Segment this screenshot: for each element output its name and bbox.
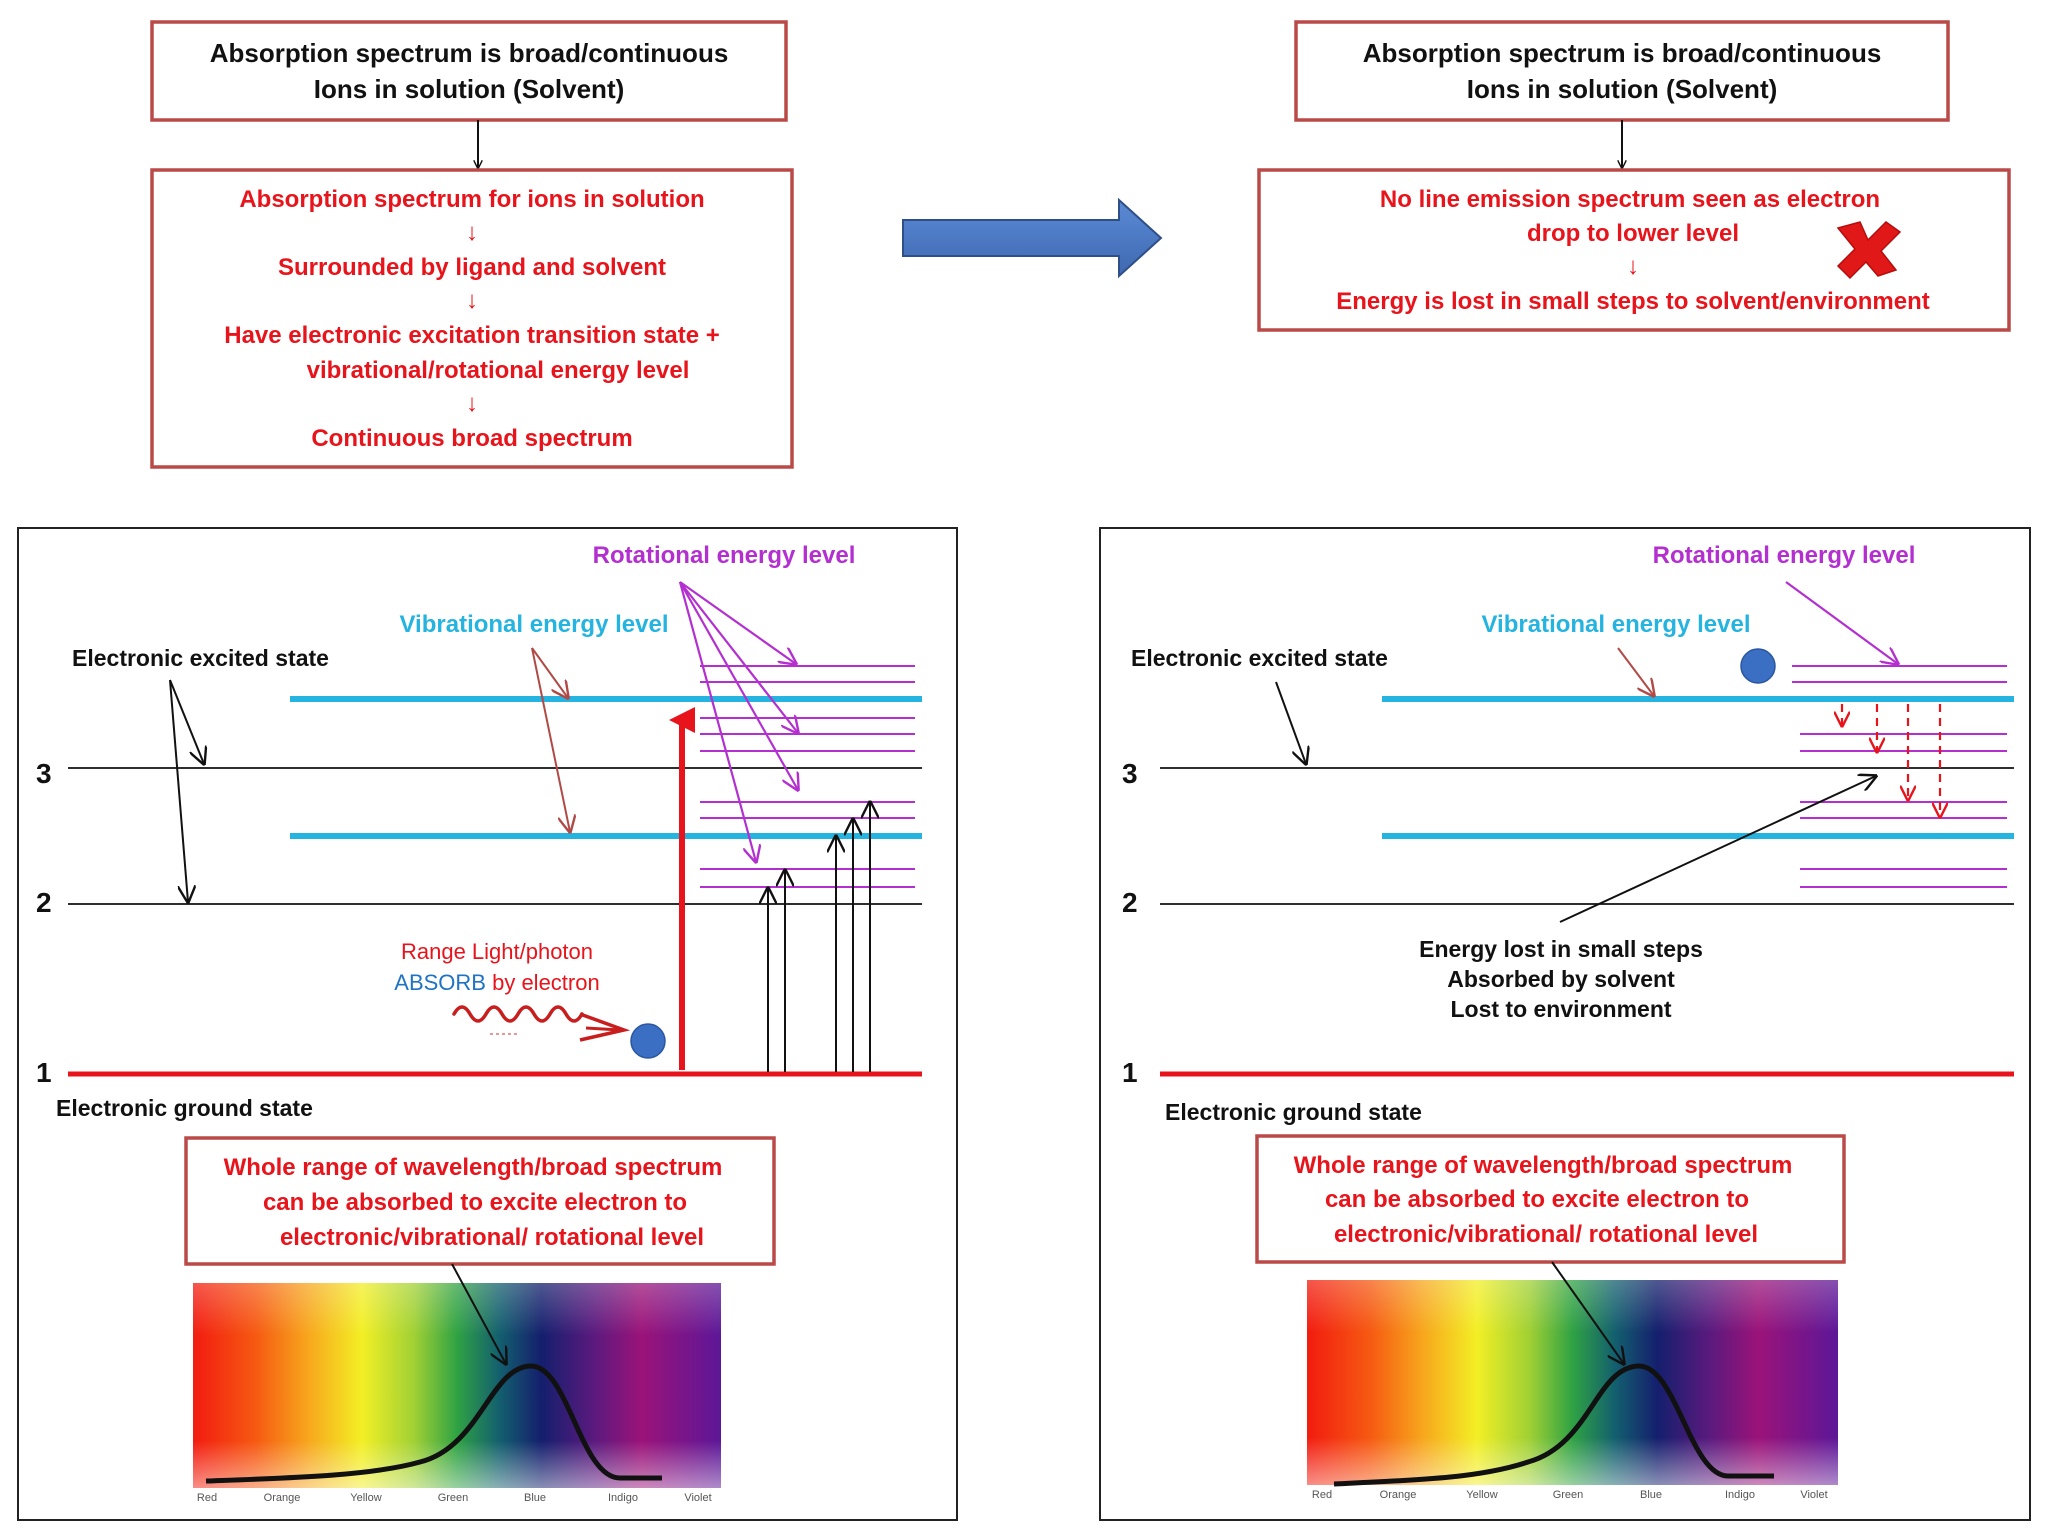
left-absorbance-curve bbox=[205, 1363, 662, 1484]
top-right-detail-line2: drop to lower level bbox=[1527, 220, 1739, 247]
top-right-detail-line3: Energy is lost in small steps to solvent… bbox=[1336, 288, 1929, 315]
top-left-detail-line4: Continuous broad spectrum bbox=[311, 425, 632, 452]
right-lost-line3: Lost to environment bbox=[1450, 996, 1671, 1022]
top-left-header-line1: Absorption spectrum is broad/continuous bbox=[210, 38, 729, 68]
spectrum-label: Yellow bbox=[1466, 1489, 1497, 1501]
left-spectrum-image bbox=[193, 1283, 721, 1506]
left-callout-line3: electronic/vibrational/ rotational level bbox=[280, 1224, 704, 1251]
top-left-header-box bbox=[150, 20, 788, 122]
left-diagram-frame bbox=[17, 527, 958, 1521]
transition-arrow bbox=[902, 197, 1163, 279]
right-callout-line1: Whole range of wavelength/broad spectrum bbox=[1294, 1152, 1793, 1179]
right-rotational-label: Rotational energy level bbox=[1653, 542, 1916, 569]
left-callout-box bbox=[184, 1136, 776, 1266]
top-left-detail-line3a: Have electronic excitation transition st… bbox=[224, 322, 720, 349]
left-photon-label-line2: ABSORB by electron bbox=[394, 970, 599, 995]
spectrum-label: Blue bbox=[524, 1492, 546, 1504]
left-spectrum-labels: Red Orange Yellow Green Blue Indigo Viol… bbox=[197, 1492, 712, 1504]
right-decay-arrows bbox=[1842, 704, 1940, 817]
left-transition-arrows bbox=[768, 802, 870, 1072]
right-excited-pointer bbox=[1275, 681, 1306, 764]
top-right-header-box bbox=[1294, 20, 1950, 122]
left-level-1-label: 1 bbox=[36, 1057, 52, 1088]
top-right-detail-box bbox=[1257, 168, 2011, 332]
right-ground-state-label: Electronic ground state bbox=[1165, 1099, 1422, 1125]
top-right-header-line1: Absorption spectrum is broad/continuous bbox=[1363, 38, 1882, 68]
top-left-detail-line3b: vibrational/rotational energy level bbox=[307, 357, 690, 384]
right-spectrum-labels: Red Orange Yellow Green Blue Indigo Viol… bbox=[1312, 1489, 1828, 1501]
top-right-detail-line1: No line emission spectrum seen as electr… bbox=[1380, 186, 1880, 213]
left-level-2-label: 2 bbox=[36, 887, 52, 918]
left-callout-line1: Whole range of wavelength/broad spectrum bbox=[224, 1154, 723, 1181]
left-callout-pointer bbox=[451, 1263, 506, 1364]
left-level-3-label: 3 bbox=[36, 758, 52, 789]
top-left-down-arrow-2: ↓ bbox=[466, 287, 478, 314]
top-right-flow: Absorption spectrum is broad/continuous … bbox=[1257, 20, 2011, 332]
right-diagram-frame bbox=[1099, 527, 2031, 1521]
spectrum-label: Orange bbox=[1380, 1489, 1417, 1501]
right-level-1-label: 1 bbox=[1122, 1057, 1138, 1088]
top-left-header-line2: Ions in solution (Solvent) bbox=[314, 74, 625, 104]
top-right-header-line2: Ions in solution (Solvent) bbox=[1467, 74, 1778, 104]
left-excited-state-label: Electronic excited state bbox=[72, 645, 329, 671]
spectrum-label: Red bbox=[197, 1492, 217, 1504]
top-left-detail-box bbox=[150, 168, 794, 469]
top-left-flow: Absorption spectrum is broad/continuous … bbox=[150, 20, 794, 469]
top-left-down-arrow-1: ↓ bbox=[466, 219, 478, 246]
right-vibrational-label: Vibrational energy level bbox=[1481, 611, 1750, 638]
right-lost-line1: Energy lost in small steps bbox=[1419, 936, 1703, 962]
right-lost-line2: Absorbed by solvent bbox=[1447, 966, 1675, 992]
spectrum-label: Orange bbox=[264, 1492, 301, 1504]
right-callout-pointer bbox=[1551, 1261, 1624, 1364]
right-level-3-label: 3 bbox=[1122, 758, 1138, 789]
left-photon-label-line1: Range Light/photon bbox=[401, 939, 593, 964]
right-electron bbox=[1740, 648, 1776, 684]
left-excited-pointers bbox=[169, 679, 204, 902]
red-cross-icon bbox=[1836, 221, 1902, 280]
top-left-down-arrow-3: ↓ bbox=[466, 390, 478, 417]
top-left-detail-line1: Absorption spectrum for ions in solution bbox=[239, 186, 704, 213]
right-energy-lost-pointer bbox=[1559, 776, 1876, 923]
left-energy-diagram: Rotational energy level Vibrational ener… bbox=[17, 527, 958, 1521]
top-left-detail-line2: Surrounded by ligand and solvent bbox=[278, 254, 666, 281]
spectrum-label: Green bbox=[1553, 1489, 1584, 1501]
left-rotational-pointers bbox=[678, 581, 798, 862]
left-vibrational-label: Vibrational energy level bbox=[399, 611, 668, 638]
spectrum-label: Red bbox=[1312, 1489, 1332, 1501]
right-level-2-label: 2 bbox=[1122, 887, 1138, 918]
right-absorbance-curve bbox=[1333, 1363, 1774, 1487]
right-vibrational-pointer bbox=[1617, 647, 1654, 696]
left-ground-state-label: Electronic ground state bbox=[56, 1095, 313, 1121]
spectrum-label: Blue bbox=[1640, 1489, 1662, 1501]
spectrum-label: Violet bbox=[1800, 1489, 1827, 1501]
right-callout-line2: can be absorbed to excite electron to bbox=[1325, 1186, 1749, 1213]
photon-wave-icon bbox=[452, 1005, 631, 1042]
right-rotational-pointer bbox=[1785, 581, 1898, 664]
right-energy-diagram: Rotational energy level Vibrational ener… bbox=[1099, 527, 2031, 1521]
right-callout-box bbox=[1255, 1134, 1846, 1264]
left-callout-line2: can be absorbed to excite electron to bbox=[263, 1189, 687, 1216]
spectrum-label: Yellow bbox=[350, 1492, 381, 1504]
right-rotational-lines bbox=[1792, 665, 2007, 888]
left-electron bbox=[630, 1023, 666, 1059]
right-spectrum-image bbox=[1307, 1280, 1838, 1503]
spectrum-label: Indigo bbox=[1725, 1489, 1755, 1501]
spectrum-label: Violet bbox=[684, 1492, 711, 1504]
left-rotational-label: Rotational energy level bbox=[593, 542, 856, 569]
spectrum-label: Indigo bbox=[608, 1492, 638, 1504]
spectrum-label: Green bbox=[438, 1492, 469, 1504]
right-excited-state-label: Electronic excited state bbox=[1131, 645, 1388, 671]
left-vibrational-pointers bbox=[531, 647, 570, 832]
right-callout-line3: electronic/vibrational/ rotational level bbox=[1334, 1221, 1758, 1248]
top-right-down-arrow: ↓ bbox=[1627, 253, 1639, 280]
